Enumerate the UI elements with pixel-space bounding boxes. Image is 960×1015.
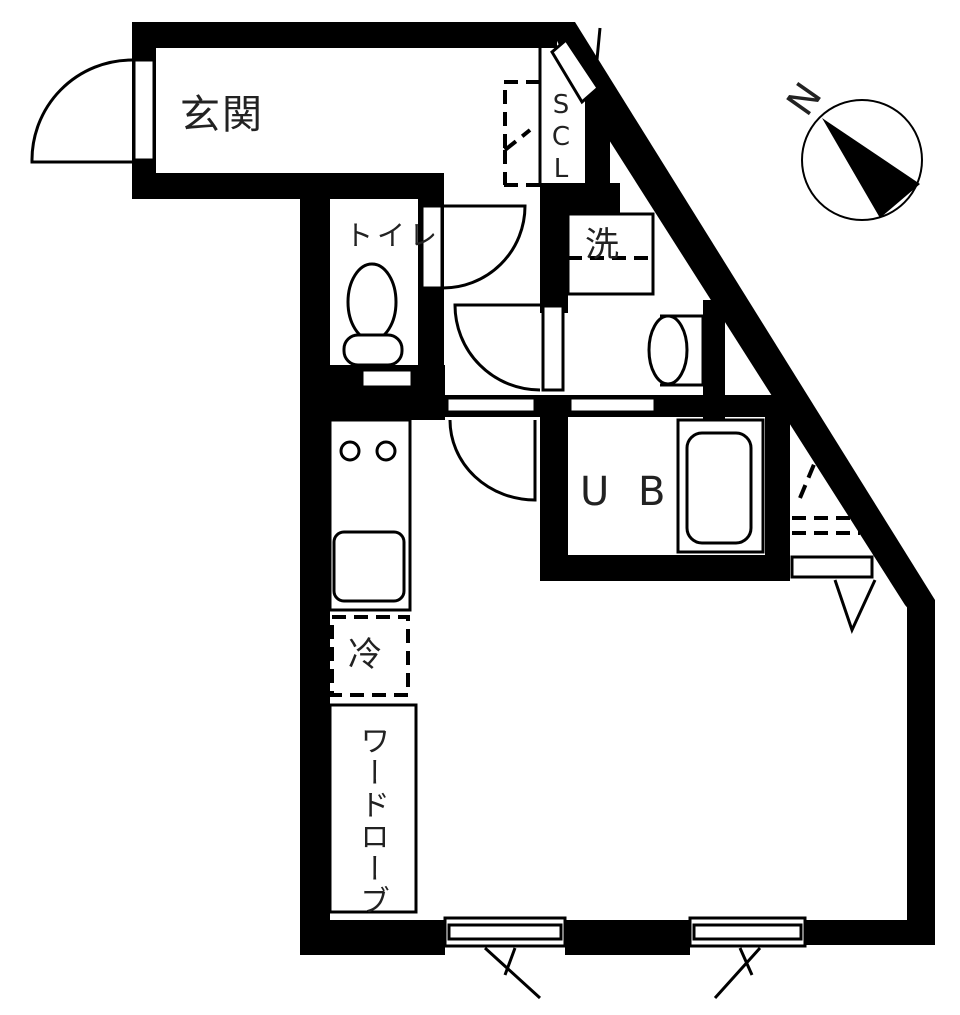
- washer-label: 洗: [585, 225, 619, 265]
- fixtures: [328, 48, 765, 914]
- compass: [801, 99, 923, 221]
- sink-icon: [332, 530, 406, 603]
- stove-burner-icon: [375, 440, 397, 462]
- wardrobe-label: ワードローブ: [354, 725, 389, 917]
- entrance-label: 玄関: [180, 92, 264, 138]
- wardrobe-box: [328, 703, 418, 914]
- washbasin-icon: [647, 314, 689, 386]
- fridge-label: 冷: [348, 635, 382, 675]
- shoe-closet-label: SCL: [546, 90, 576, 186]
- stove-burner-icon: [339, 440, 361, 462]
- dashed-outlines: [330, 80, 860, 697]
- toilet-bowl-icon: [346, 262, 398, 342]
- compass-needle-icon: [822, 118, 920, 218]
- fridge-outline: [330, 615, 410, 697]
- openings: [30, 27, 877, 1000]
- toilet-label: トイレ: [345, 219, 442, 252]
- bathtub-icon: [685, 431, 753, 545]
- unit-bath-label: U B: [580, 469, 674, 515]
